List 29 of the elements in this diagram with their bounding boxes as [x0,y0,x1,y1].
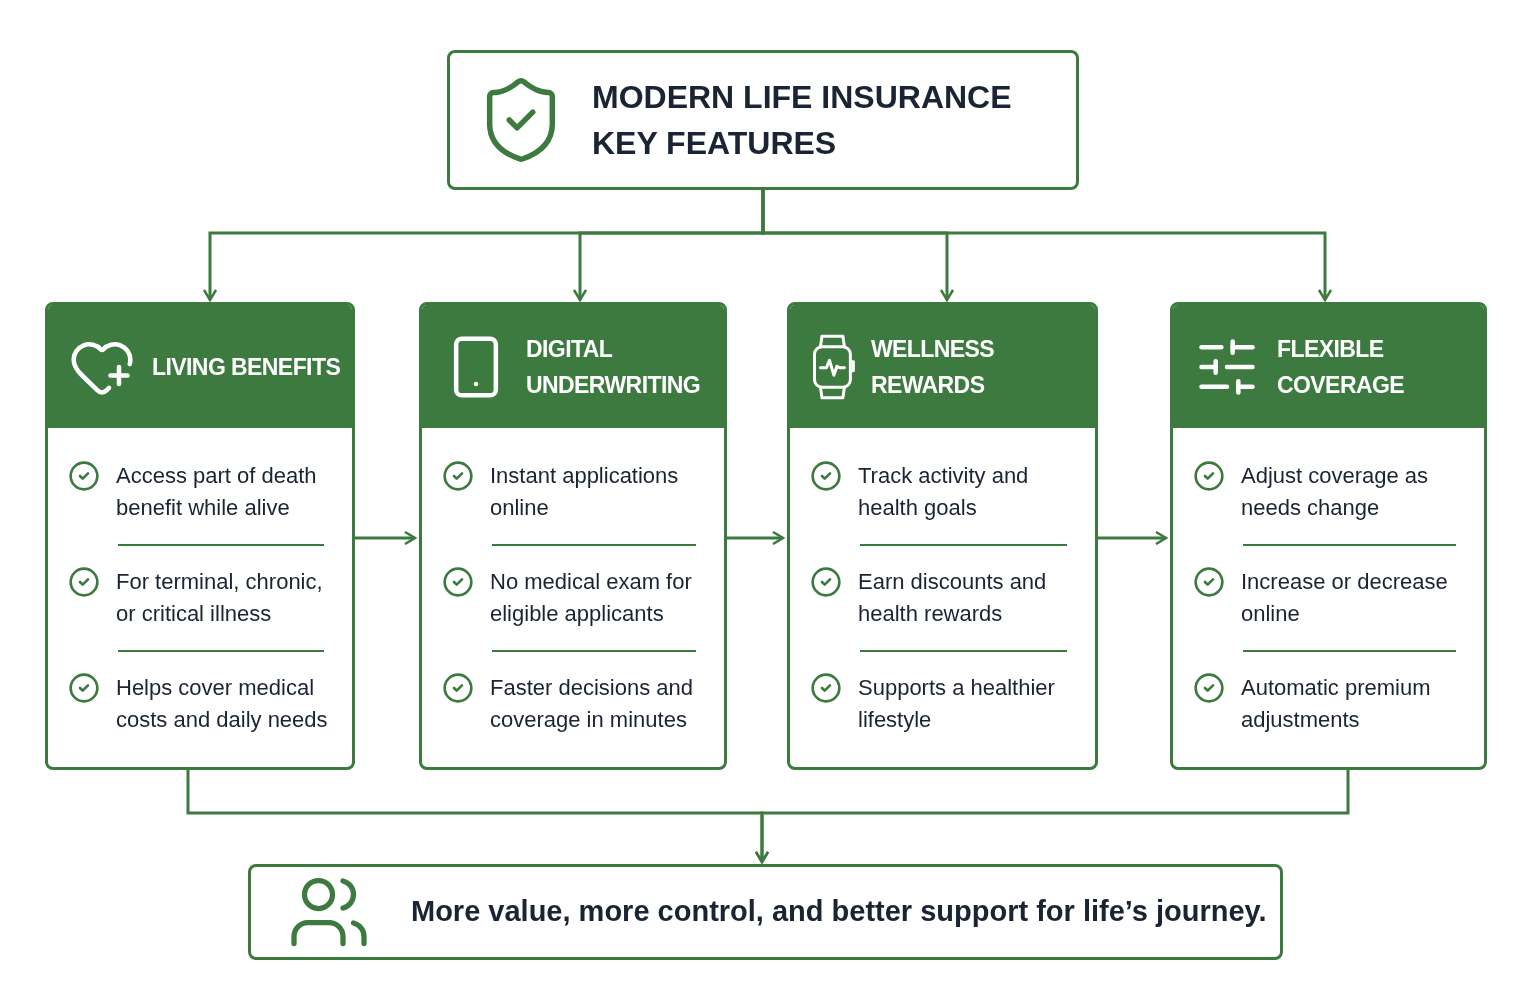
feature-text: Instant applications online [490,462,680,522]
feature-text: Track activity and health goals [858,462,1030,522]
connector-arrow [754,770,1350,864]
feature-text: For terminal, chronic, or critical illness [116,568,324,628]
summary-text: More value, more control, and better support for life’s journey. [411,894,1267,930]
feature-card [1170,302,1487,770]
summary-box [248,864,1283,960]
connector-arrow [355,530,417,546]
feature-text: Adjust coverage as needs change [1241,462,1430,522]
feature-text: Faster decisions and coverage in minutes [490,674,694,734]
title-box [447,50,1079,190]
feature-text: No medical exam for eligible applicants [490,568,693,628]
feature-card [419,302,727,770]
card-heading: DIGITAL UNDERWRITING [526,334,702,400]
connector-arrow [727,530,785,546]
feature-text: Supports a healthier lifestyle [858,674,1056,734]
feature-text: Helps cover medical costs and daily needs [116,674,329,734]
feature-text: Access part of death benefit while alive [116,462,318,522]
feature-card [45,302,355,770]
feature-card [787,302,1098,770]
feature-text: Automatic premium adjustments [1241,674,1432,734]
title-text: MODERN LIFE INSURANCE KEY FEATURES [592,78,1013,163]
connector-arrow [1098,530,1168,546]
feature-text: Increase or decrease online [1241,568,1449,628]
card-heading: WELLNESS REWARDS [870,334,996,400]
card-heading: FLEXIBLE COVERAGE [1277,334,1406,400]
feature-text: Earn discounts and health rewards [858,568,1048,628]
connector-arrow [761,190,1333,302]
card-heading: LIVING BENEFITS [152,352,342,382]
